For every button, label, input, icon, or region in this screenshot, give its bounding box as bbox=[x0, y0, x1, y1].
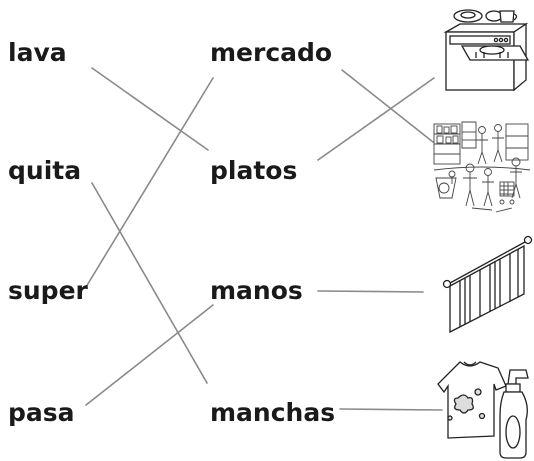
stained-shirt-spray-icon bbox=[437, 361, 529, 459]
word-manchas: manchas bbox=[210, 398, 336, 427]
line-mercado-supermarket bbox=[341, 69, 434, 143]
dishwasher-icon bbox=[443, 9, 530, 92]
word-quita: quita bbox=[8, 156, 82, 185]
word-pasa: pasa bbox=[8, 398, 75, 427]
line-super-mercado bbox=[85, 77, 214, 288]
word-manos: manos bbox=[210, 276, 303, 305]
supermarket-icon bbox=[433, 121, 531, 213]
word-mercado: mercado bbox=[210, 38, 333, 67]
line-manos-blinds bbox=[317, 290, 424, 293]
blinds-icon bbox=[442, 235, 533, 334]
line-lava-platos bbox=[91, 67, 209, 151]
line-pasa-manos bbox=[85, 304, 214, 406]
line-quita-manchas bbox=[91, 182, 208, 384]
word-lava: lava bbox=[8, 38, 67, 67]
line-manchas-shirt bbox=[339, 408, 443, 411]
word-platos: platos bbox=[210, 156, 298, 185]
word-super: super bbox=[8, 276, 88, 305]
line-platos-dishwasher bbox=[317, 77, 435, 161]
